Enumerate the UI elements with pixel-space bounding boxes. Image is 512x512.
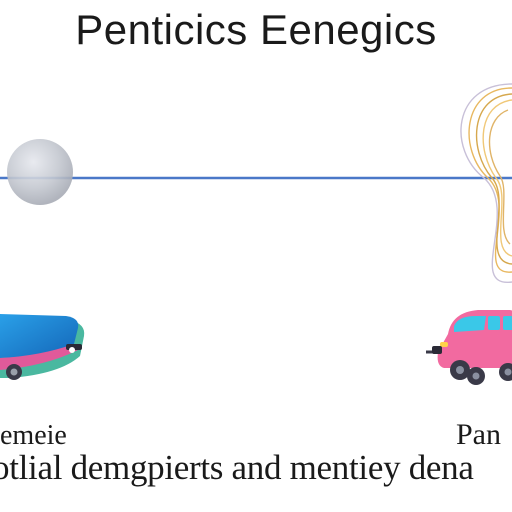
bus-car-icon	[426, 310, 512, 385]
orbit-loops-icon	[460, 83, 512, 283]
flat-car-icon	[0, 314, 85, 380]
page-title: Penticics Eenegics	[75, 6, 437, 53]
bottom-caption: otlial demgpierts and mentiey dena	[0, 448, 474, 487]
left-vehicle-label: emeie	[0, 420, 67, 451]
gray-sphere-icon	[7, 139, 73, 205]
right-vehicle-label: Pan	[456, 418, 501, 451]
